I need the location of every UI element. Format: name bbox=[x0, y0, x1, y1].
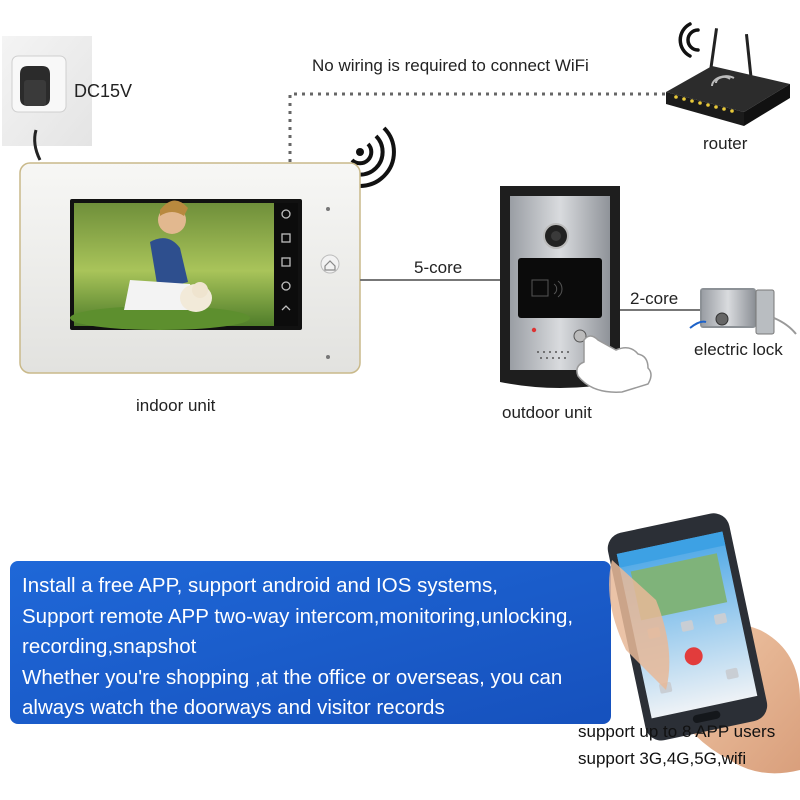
five-core-label: 5-core bbox=[414, 258, 463, 277]
smartphone-icon bbox=[607, 513, 800, 774]
outdoor-unit-label: outdoor unit bbox=[502, 403, 592, 422]
feature-line: always watch the doorways and visitor re… bbox=[22, 696, 445, 719]
router-label: router bbox=[703, 134, 748, 153]
support-network-label: support 3G,4G,5G,wifi bbox=[578, 749, 747, 768]
electric-lock-icon bbox=[689, 288, 797, 335]
electric-lock-label: electric lock bbox=[694, 340, 783, 359]
indoor-unit-image bbox=[19, 162, 361, 374]
hand-press-icon bbox=[576, 335, 652, 393]
feature-line: Whether you're shopping ,at the office o… bbox=[22, 665, 563, 689]
feature-line: Install a free APP, support android and … bbox=[22, 574, 498, 597]
indoor-unit-label: indoor unit bbox=[136, 396, 216, 415]
router-icon bbox=[666, 22, 790, 126]
two-core-label: 2-core bbox=[630, 289, 679, 308]
power-adapter-icon bbox=[2, 36, 92, 161]
feature-line: Support remote APP two-way intercom,moni… bbox=[22, 604, 574, 628]
dc-power-label: DC15V bbox=[74, 81, 133, 101]
support-users-label: support up to 8 APP users bbox=[578, 722, 776, 741]
wifi-connection-line bbox=[288, 92, 668, 162]
feature-panel-bg bbox=[10, 561, 611, 724]
home-button-icon bbox=[324, 260, 336, 271]
wifi-note-label: No wiring is required to connect WiFi bbox=[312, 56, 589, 75]
feature-line: recording,snapshot bbox=[22, 635, 197, 658]
feature-panel: Install a free APP, support android and … bbox=[22, 571, 573, 724]
